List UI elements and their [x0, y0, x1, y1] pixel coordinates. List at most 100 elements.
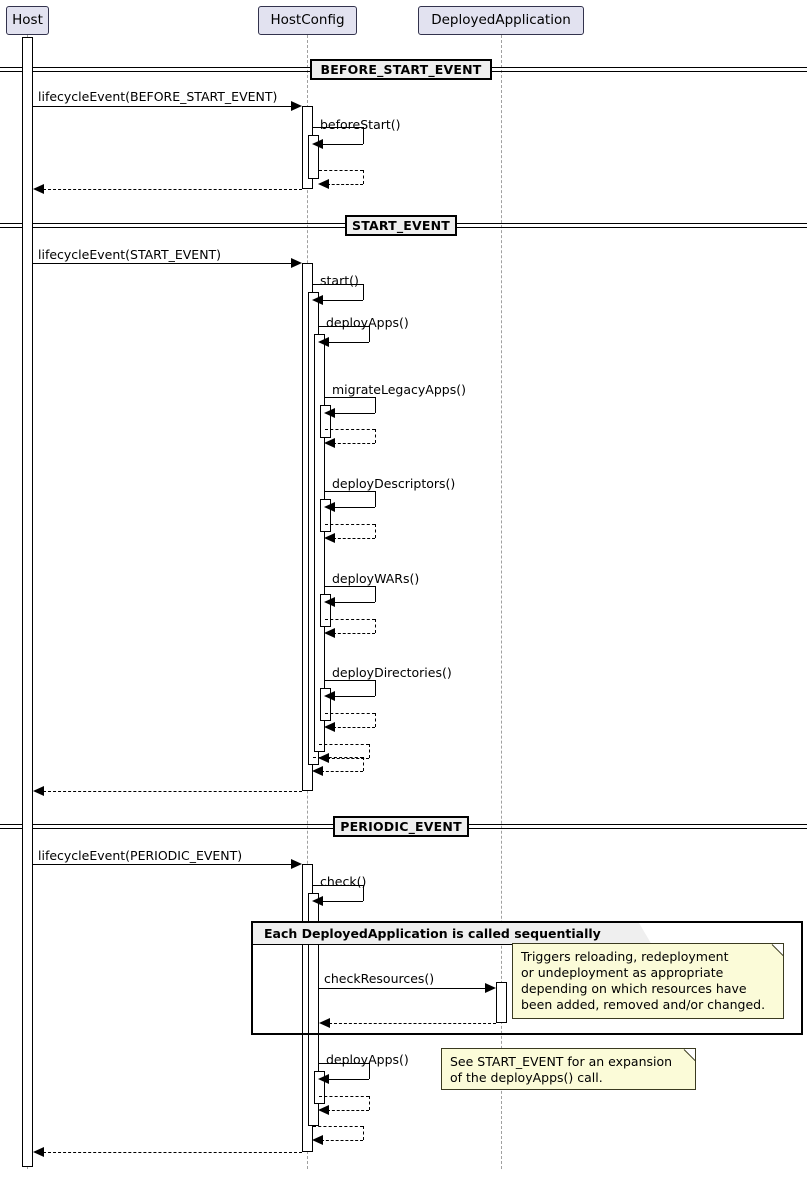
message-line	[329, 1023, 496, 1024]
message-arrowhead	[324, 628, 335, 638]
message-arrowhead	[312, 896, 323, 906]
message-line	[33, 864, 292, 865]
divider-text: START_EVENT	[352, 218, 451, 233]
message-line-turn	[369, 1096, 370, 1110]
message-line-back	[333, 443, 375, 444]
message-arrowhead	[485, 983, 496, 993]
message-line-turn	[369, 326, 370, 342]
message-line-out	[319, 1096, 369, 1097]
activation-bar-hostconfig-act-migrate	[320, 405, 331, 438]
message-line-back	[327, 184, 363, 185]
message-line-back	[333, 507, 375, 508]
message-line-out	[325, 586, 375, 587]
group-label: Each DeployedApplication is called seque…	[264, 926, 601, 941]
message-arrowhead	[291, 101, 302, 111]
lifeline-deployedapp	[501, 35, 502, 1169]
message-line-out	[313, 284, 363, 285]
message-line	[33, 106, 292, 107]
message-line-turn	[363, 127, 364, 144]
note-note-deployapps: See START_EVENT for an expansion of the …	[441, 1048, 696, 1090]
message-line-back	[333, 696, 375, 697]
message-arrowhead	[33, 1147, 44, 1157]
activation-bar-hostconfig-act-wars	[320, 594, 331, 627]
message-label: deployWARs()	[332, 571, 420, 586]
divider-label-periodic-event: PERIODIC_EVENT	[333, 816, 469, 837]
message-arrowhead	[33, 786, 44, 796]
message-arrowhead	[324, 597, 335, 607]
message-line-out	[325, 397, 375, 398]
message-arrowhead	[291, 859, 302, 869]
message-line	[43, 1152, 302, 1153]
message-arrowhead	[324, 722, 335, 732]
message-line-turn	[375, 397, 376, 413]
message-arrowhead	[33, 184, 44, 194]
message-arrowhead	[312, 295, 323, 305]
message-arrowhead	[312, 139, 323, 149]
message-line-back	[333, 538, 375, 539]
message-line-back	[321, 771, 363, 772]
message-line-turn	[369, 744, 370, 758]
message-line-turn	[375, 524, 376, 538]
message-label: check()	[320, 874, 367, 889]
activation-bar-host-act-1	[22, 37, 33, 1167]
message-line	[43, 189, 302, 190]
message-arrowhead	[324, 533, 335, 543]
message-line-out	[325, 680, 375, 681]
participant-deployedapp[interactable]: DeployedApplication	[418, 6, 584, 35]
message-line-out	[313, 1126, 363, 1127]
message-line-out	[325, 491, 375, 492]
message-arrowhead	[318, 179, 329, 189]
activation-bar-deployedapp-act-checkresources	[496, 982, 507, 1023]
divider-label-before-start-event: BEFORE_START_EVENT	[310, 59, 492, 80]
message-line-out	[325, 524, 375, 525]
message-line-back	[333, 633, 375, 634]
message-arrowhead	[312, 1135, 323, 1145]
message-line-turn	[375, 586, 376, 602]
activation-bar-hostconfig-act-descriptors	[320, 499, 331, 532]
message-line-out	[319, 170, 363, 171]
message-line-out	[319, 744, 369, 745]
message-line-back	[321, 144, 363, 145]
message-arrowhead	[312, 766, 323, 776]
participant-label: DeployedApplication	[431, 11, 571, 28]
note-fold-corner	[684, 1049, 695, 1060]
message-arrowhead	[324, 502, 335, 512]
message-line	[43, 791, 302, 792]
message-line-out	[319, 1063, 369, 1064]
message-label: checkResources()	[324, 971, 435, 986]
divider-label-start-event: START_EVENT	[345, 215, 457, 236]
message-arrowhead	[318, 753, 329, 763]
group-header-group-sequential: Each DeployedApplication is called seque…	[253, 923, 652, 945]
message-line-out	[313, 757, 363, 758]
note-fold-corner	[772, 944, 783, 955]
message-line-back	[321, 1140, 363, 1141]
message-line	[319, 988, 486, 989]
participant-hostconfig[interactable]: HostConfig	[258, 6, 357, 35]
message-line-back	[321, 901, 363, 902]
message-line-turn	[375, 713, 376, 727]
message-label: deployDescriptors()	[332, 476, 456, 491]
participant-label: HostConfig	[270, 11, 345, 28]
activation-bar-hostconfig-act-before-start-self	[308, 135, 319, 179]
message-line-turn	[375, 619, 376, 633]
message-label: deployApps()	[326, 315, 409, 330]
participant-host[interactable]: Host	[6, 6, 49, 35]
message-label: beforeStart()	[320, 117, 401, 132]
message-line-out	[325, 713, 375, 714]
message-line-back	[327, 342, 369, 343]
message-arrowhead	[318, 1074, 329, 1084]
participant-label: Host	[12, 11, 43, 28]
message-arrowhead	[319, 1018, 330, 1028]
note-note-checkresources: Triggers reloading, redeployment or unde…	[512, 943, 784, 1019]
message-line-turn	[363, 1126, 364, 1140]
message-arrowhead	[324, 438, 335, 448]
message-line-back	[327, 1079, 369, 1080]
message-arrowhead	[318, 337, 329, 347]
activation-bar-hostconfig-act-periodic-self	[308, 893, 319, 1126]
message-line-out	[325, 619, 375, 620]
